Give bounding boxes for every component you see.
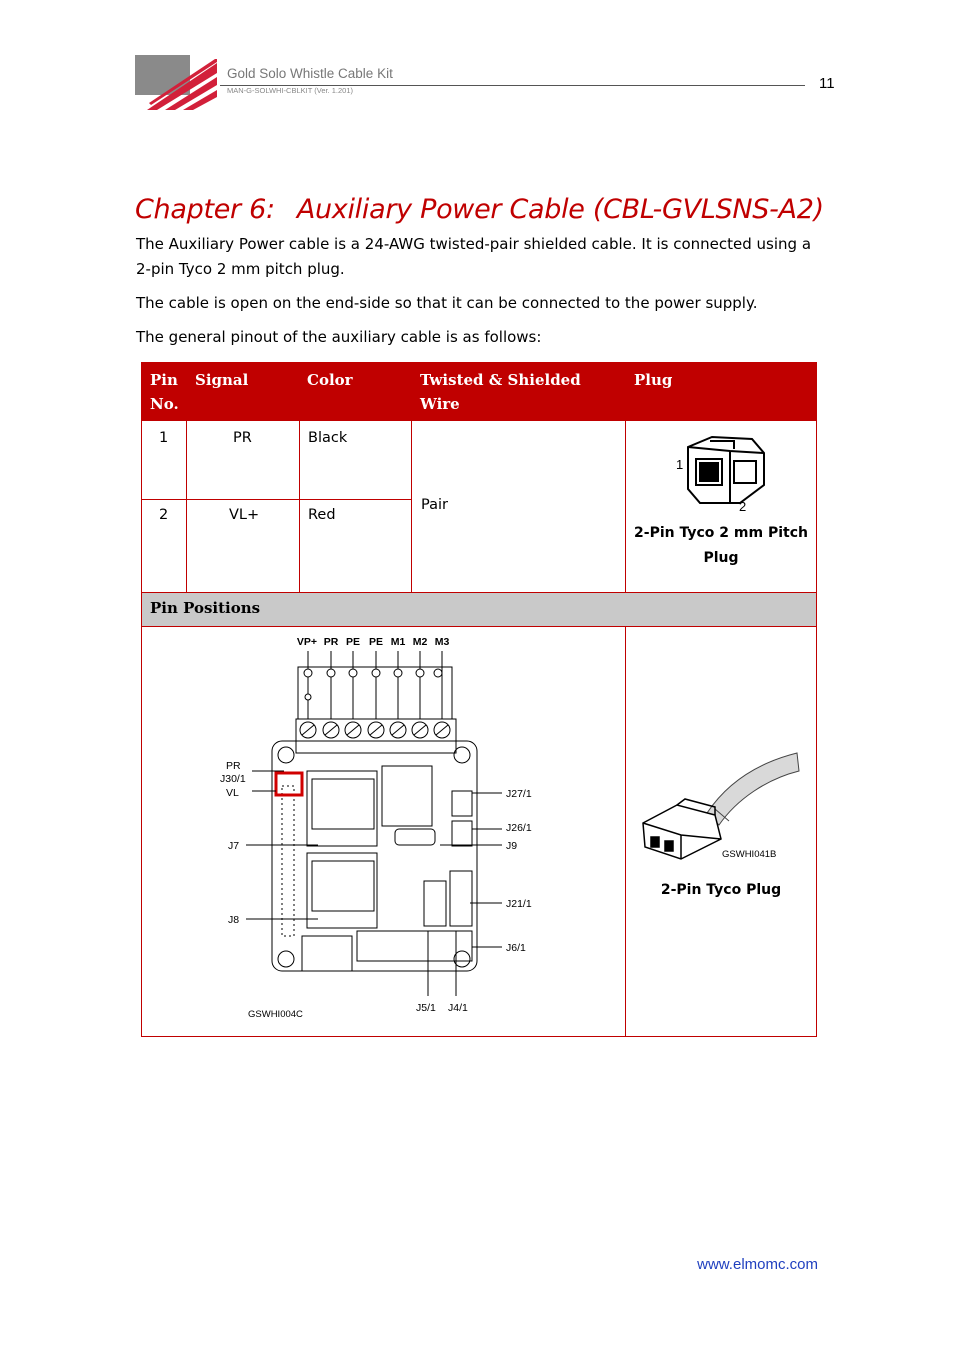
pin-positions-band: Pin Positions [142,592,816,627]
term-pe2-label: PE [369,636,383,648]
label-pr: PR [226,760,241,772]
label-j27: J27/1 [506,788,532,800]
j30-highlight [274,771,304,797]
label-j7: J7 [228,840,239,852]
tyco-plug-cable-icon: GSWHI041B [642,752,800,860]
elmo-logo [135,55,217,110]
term-pr-label: PR [324,636,339,648]
term-m3-label: M3 [435,636,450,648]
grid-line [142,499,412,500]
plug-caption: 2-Pin Tyco 2 mm Pitch Plug [634,525,808,566]
header-twisted-wire: Twisted & Shielded Wire [412,363,626,421]
header-color: Color [299,363,412,421]
label-vl: VL [226,787,239,799]
chapter-number: Chapter 6: [135,194,275,225]
open-end-paragraph: The cable is open on the end-side so tha… [136,294,758,312]
grid-line [625,627,626,1037]
label-j4: J4/1 [448,1002,468,1014]
label-j21: J21/1 [506,898,532,910]
plug-pin1-label: 1 [676,457,683,472]
row2-color: Red [308,507,336,523]
grid-line [186,421,187,592]
chapter-heading: Chapter 6: Auxiliary Power Cable (CBL-GVL… [135,194,824,225]
label-j26: J26/1 [506,822,532,834]
term-vp-label: VP+ [297,636,317,648]
grid-line [411,421,412,592]
tyco-plug-icon: 1 2 [676,435,765,513]
plug-figure-id: GSWHI041B [722,849,776,860]
label-j9: J9 [506,840,517,852]
grid-line [299,421,300,592]
grid-line [625,421,626,592]
intro-paragraph: The Auxiliary Power cable is a 24-AWG tw… [136,235,812,278]
footer-website-link[interactable]: www.elmomc.com [697,1256,818,1273]
header-doc-title: Gold Solo Whistle Cable Kit [227,66,393,81]
header-signal: Signal [187,363,299,421]
term-m1-label: M1 [391,636,406,648]
header-plug: Plug [626,363,816,421]
row2-pin: 2 [159,507,169,523]
chapter-title: Auxiliary Power Cable (CBL-GVLSNS-A2) [296,194,824,225]
pinout-intro-paragraph: The general pinout of the auxiliary cabl… [136,328,542,346]
plug-pin2-label: 2 [739,499,746,513]
plug-figure-caption: 2-Pin Tyco Plug [660,882,782,898]
pinout-table: Pin No. Signal Color Twisted & Shielded … [141,362,817,1037]
board-diagram: VP+ PR PE PE M1 M2 M3 [220,636,532,1020]
label-j5: J5/1 [416,1002,436,1014]
header-pin-no: Pin No. [142,363,187,421]
page-number: 11 [819,75,835,92]
term-m2-label: M2 [413,636,428,648]
label-j8: J8 [228,914,239,926]
term-pe1-label: PE [346,636,360,648]
twisted-pair-value: Pair [421,497,448,513]
board-figure-id: GSWHI004C [248,1009,303,1020]
row2-signal: VL+ [229,507,260,523]
header-doc-code: MAN-G-SOLWHI-CBLKIT (Ver. 1.201) [227,86,354,95]
row1-signal: PR [233,430,252,446]
header-rule [220,85,805,86]
label-j6: J6/1 [506,942,526,954]
label-j30: J30/1 [220,773,246,785]
row1-pin: 1 [159,430,169,446]
row1-color: Black [308,430,348,446]
